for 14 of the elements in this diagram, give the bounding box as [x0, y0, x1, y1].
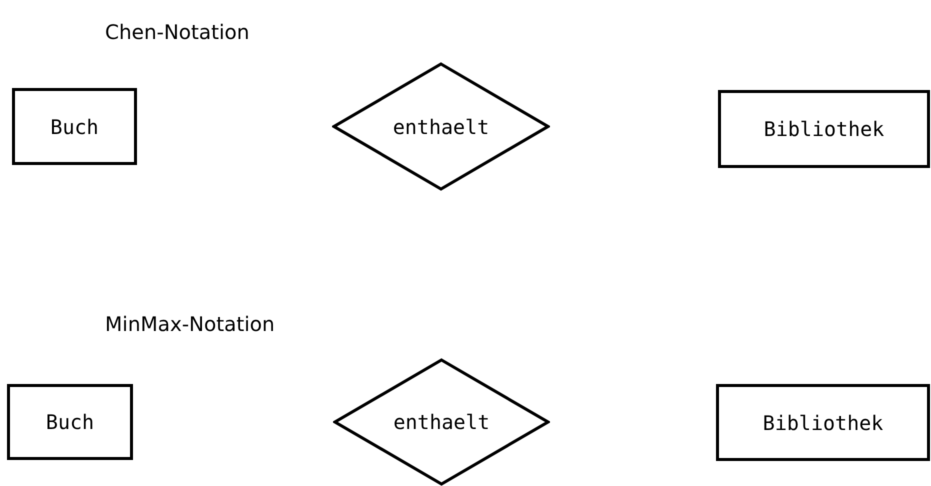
node-label: Bibliothek [762, 410, 884, 434]
notation-heading: MinMax-Notation [105, 312, 275, 336]
entity-box [12, 88, 137, 165]
entity-box [7, 384, 133, 460]
entity-box [718, 90, 930, 168]
relationship-diamond [332, 62, 550, 191]
node-label: enthaelt [392, 114, 490, 138]
node-label: Buch [46, 410, 94, 434]
notation-heading: Chen-Notation [105, 20, 250, 44]
entity-box [716, 384, 930, 461]
node-label: Bibliothek [764, 117, 884, 141]
node-label: enthaelt [393, 410, 490, 434]
relationship-diamond [333, 358, 550, 486]
node-label: Buch [50, 114, 99, 138]
